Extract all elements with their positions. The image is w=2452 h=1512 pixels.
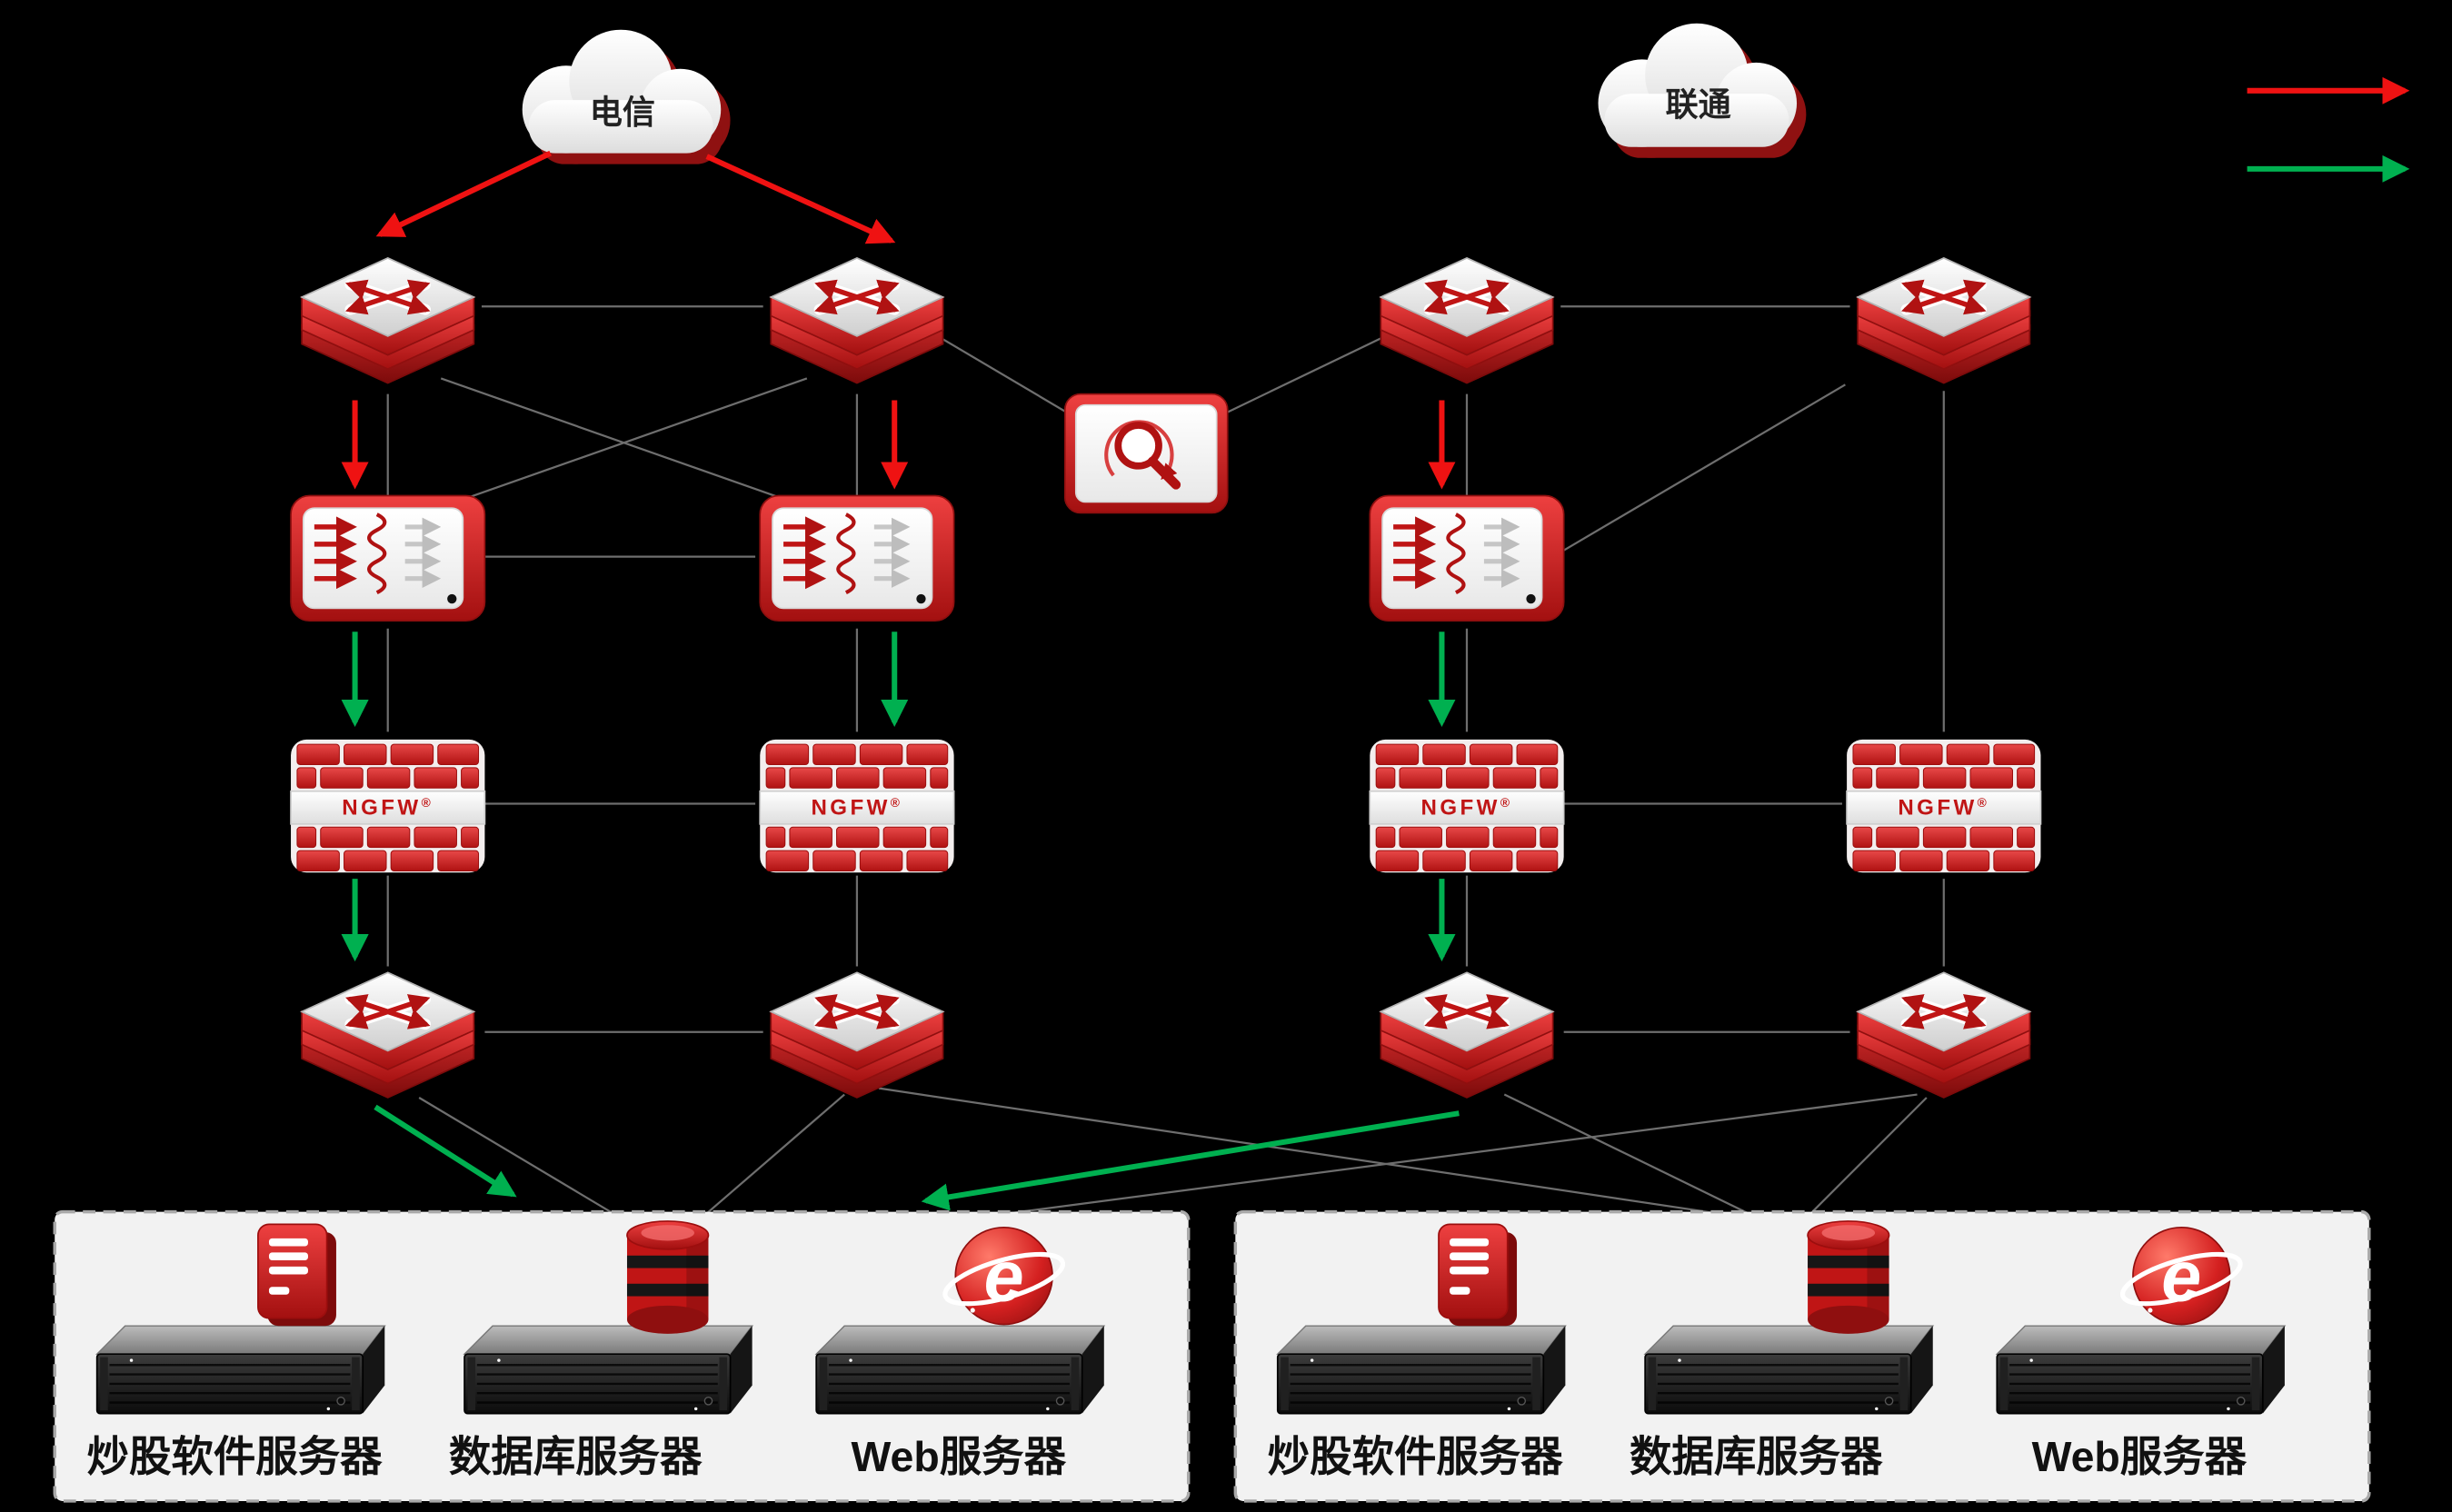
rack-server	[1276, 1325, 1567, 1415]
ngfw-firewall-3	[1369, 739, 1565, 874]
connection-line	[1809, 1097, 1928, 1215]
green-arrow-icon	[374, 1104, 517, 1198]
connection-line	[418, 1097, 614, 1215]
connection-line	[440, 377, 780, 499]
server-label: 炒股软件服务器	[1268, 1433, 1564, 1480]
cloud-telecom-label: 电信	[590, 94, 655, 131]
switch-top-1	[302, 258, 473, 383]
switch-top-4	[1858, 258, 2029, 383]
connection-line	[468, 377, 808, 499]
ngfw-firewall-4	[1846, 739, 2042, 874]
red-arrow-icon	[705, 154, 896, 244]
switch-bottom-3	[1380, 972, 1552, 1098]
connection-line	[1503, 1093, 1749, 1215]
switch-top-2	[771, 258, 942, 383]
connection-line	[1219, 333, 1390, 417]
audit-device	[1065, 394, 1228, 513]
ngfw-firewall-1	[290, 739, 486, 874]
server-label: Web服务器	[2032, 1433, 2248, 1480]
stock-app-icon	[1438, 1223, 1518, 1328]
flow-device-3	[1370, 495, 1563, 621]
switch-bottom-4	[1858, 972, 2029, 1098]
rack-server	[463, 1325, 753, 1415]
legend	[2247, 76, 2410, 183]
stock-app-icon	[257, 1223, 337, 1328]
rack-server	[1996, 1325, 2287, 1415]
server-label: Web服务器	[852, 1433, 1067, 1480]
red-traffic-arrows	[341, 150, 1456, 490]
rack-server	[814, 1325, 1105, 1415]
connection-line	[706, 1093, 845, 1215]
server-label: 数据库服务器	[1630, 1433, 1883, 1480]
connection-lines	[386, 305, 1945, 1215]
green-arrow-icon	[921, 1110, 1460, 1211]
server-label: 炒股软件服务器	[87, 1433, 384, 1480]
connection-line	[878, 1087, 1718, 1215]
switch-bottom-2	[771, 972, 942, 1098]
database-icon	[626, 1220, 710, 1335]
database-icon	[1807, 1220, 1890, 1335]
rack-server	[95, 1325, 386, 1415]
connection-line	[1563, 383, 1846, 552]
switch-bottom-1	[302, 972, 473, 1098]
cloud-unicom-label: 联通	[1666, 85, 1731, 123]
flow-device-2	[760, 495, 953, 621]
connection-line	[1008, 1093, 1918, 1215]
switch-top-3	[1380, 258, 1552, 383]
connection-line	[934, 333, 1073, 417]
flow-device-1	[291, 495, 484, 621]
red-arrow-icon	[375, 150, 552, 237]
server-label: 数据库服务器	[449, 1433, 703, 1480]
rack-server	[1643, 1325, 1934, 1415]
green-traffic-arrows	[341, 632, 1460, 1211]
ngfw-firewall-2	[759, 739, 955, 874]
